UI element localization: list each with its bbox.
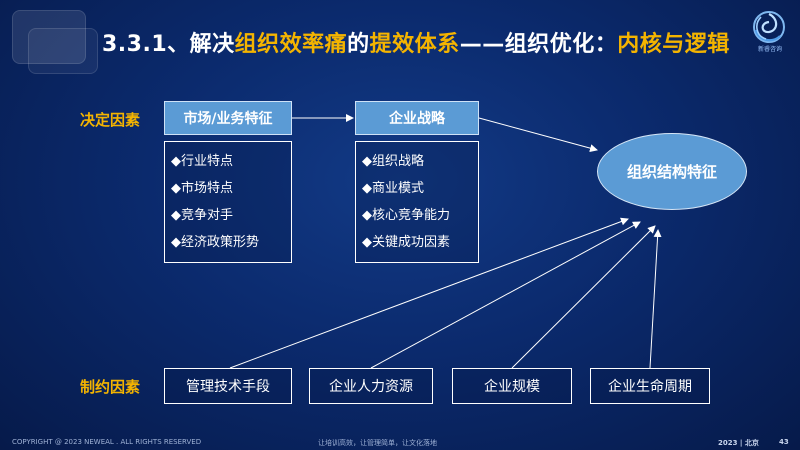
arrow-strategy-to-structure [478, 117, 598, 153]
list-item: ◆核心竞争能力 [362, 208, 450, 223]
arrow-scale-to-structure [511, 225, 656, 369]
constraint-box-human-resources: 企业人力资源 [309, 368, 433, 404]
constraint-factors-label: 制约因素 [80, 378, 141, 396]
footer-year-location: 2023 | 北京 [718, 439, 759, 447]
list-item: ◆经济政策形势 [171, 235, 259, 250]
title-highlight: 提效体系 [369, 32, 460, 57]
list-item: ◆关键成功因素 [362, 235, 450, 250]
footer-copyright: COPYRIGHT @ 2023 NEWEAL . ALL RIGHTS RES… [12, 438, 202, 446]
title-highlight: 组织效率痛 [234, 32, 348, 57]
title-part: 的 [347, 32, 370, 57]
arrow-lifecycle-to-structure [649, 229, 662, 369]
list-item: ◆商业模式 [362, 181, 424, 196]
title-part: ——组织优化： [459, 32, 618, 57]
list-item: ◆竞争对手 [171, 208, 233, 223]
decorative-square [28, 28, 98, 74]
org-structure-ellipse: 组织结构特征 [597, 133, 747, 210]
footer-slogan: 让培训高效，让管理简单，让文化落地 [318, 439, 437, 447]
company-logo-icon [753, 11, 785, 43]
enterprise-strategy-header: 企业战略 [355, 101, 479, 135]
decorative-square [12, 10, 86, 64]
list-item: ◆市场特点 [171, 181, 233, 196]
constraint-box-scale: 企业规模 [452, 368, 572, 404]
page-number: 43 [779, 438, 789, 446]
title-part: 3.3.1、解决 [102, 32, 235, 57]
list-item: ◆行业特点 [171, 154, 233, 169]
title-highlight: 内核与逻辑 [617, 32, 730, 57]
enterprise-strategy-list: ◆组织战略 ◆商业模式 ◆核心竞争能力 ◆关键成功因素 [355, 141, 479, 263]
page-title: 3.3.1、解决组织效率痛的提效体系——组织优化：内核与逻辑 [102, 26, 730, 58]
decide-factors-label: 决定因素 [80, 111, 141, 129]
market-features-list: ◆行业特点 ◆市场特点 ◆竞争对手 ◆经济政策形势 [164, 141, 292, 263]
constraint-box-management-tech: 管理技术手段 [164, 368, 292, 404]
list-item: ◆组织战略 [362, 154, 424, 169]
constraint-box-lifecycle: 企业生命周期 [590, 368, 710, 404]
logo-text: 新睿咨询 [757, 46, 782, 53]
market-features-header: 市场/业务特征 [164, 101, 292, 135]
